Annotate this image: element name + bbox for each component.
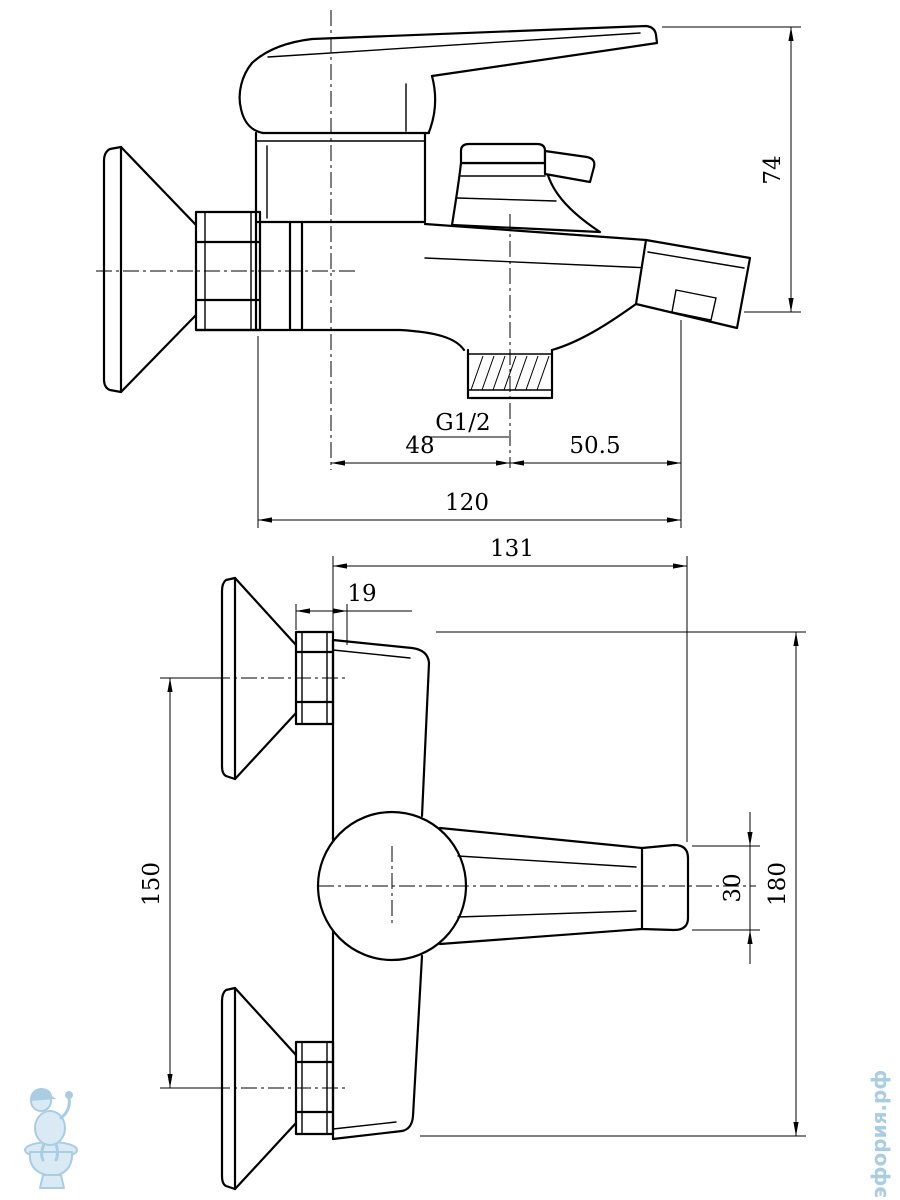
dimension-180: 180 <box>420 631 806 1137</box>
dim-label-180: 180 <box>765 862 791 906</box>
handle-lever-side <box>238 24 659 135</box>
plumber-mascot-watermark <box>24 1088 78 1189</box>
dimension-48: 48 <box>331 433 510 466</box>
mixer-body-side <box>194 131 651 352</box>
wall-flange-side <box>102 145 198 394</box>
dimension-74: 74 <box>662 26 801 313</box>
spout-side <box>634 238 752 330</box>
dimension-19: 19 <box>295 581 412 645</box>
dim-label-50-5: 50.5 <box>569 433 620 459</box>
centerlines-side <box>96 10 511 470</box>
watermark: эфория.рф <box>24 1070 891 1198</box>
wall-flange-top-front <box>220 576 298 781</box>
dimension-150: 150 <box>139 677 214 1089</box>
diverter-knob <box>450 142 602 234</box>
thread-label-group: G1/2 <box>424 410 509 438</box>
dimension-120: 120 <box>257 336 681 528</box>
dim-label-74: 74 <box>760 155 786 184</box>
wall-flange-bottom-front <box>220 986 298 1191</box>
dim-label-19: 19 <box>347 581 376 607</box>
watermark-site-text: эфория.рф <box>867 1070 891 1198</box>
dim-label-120: 120 <box>445 490 489 516</box>
dim-label-48: 48 <box>405 433 434 459</box>
dim-label-150: 150 <box>139 862 165 906</box>
hex-nut-top-front <box>294 630 335 726</box>
centerlines-front <box>214 677 756 1089</box>
thread-label: G1/2 <box>435 410 490 436</box>
dimension-131: 131 <box>332 536 688 842</box>
dim-label-30: 30 <box>720 873 746 902</box>
dimension-30: 30 <box>692 812 760 964</box>
dimension-50-5: 50.5 <box>510 320 682 528</box>
dim-label-131: 131 <box>490 536 534 562</box>
side-view: 74 G1/2 48 50.5 120 <box>96 10 801 528</box>
front-view: 131 19 150 30 180 <box>139 536 806 1191</box>
